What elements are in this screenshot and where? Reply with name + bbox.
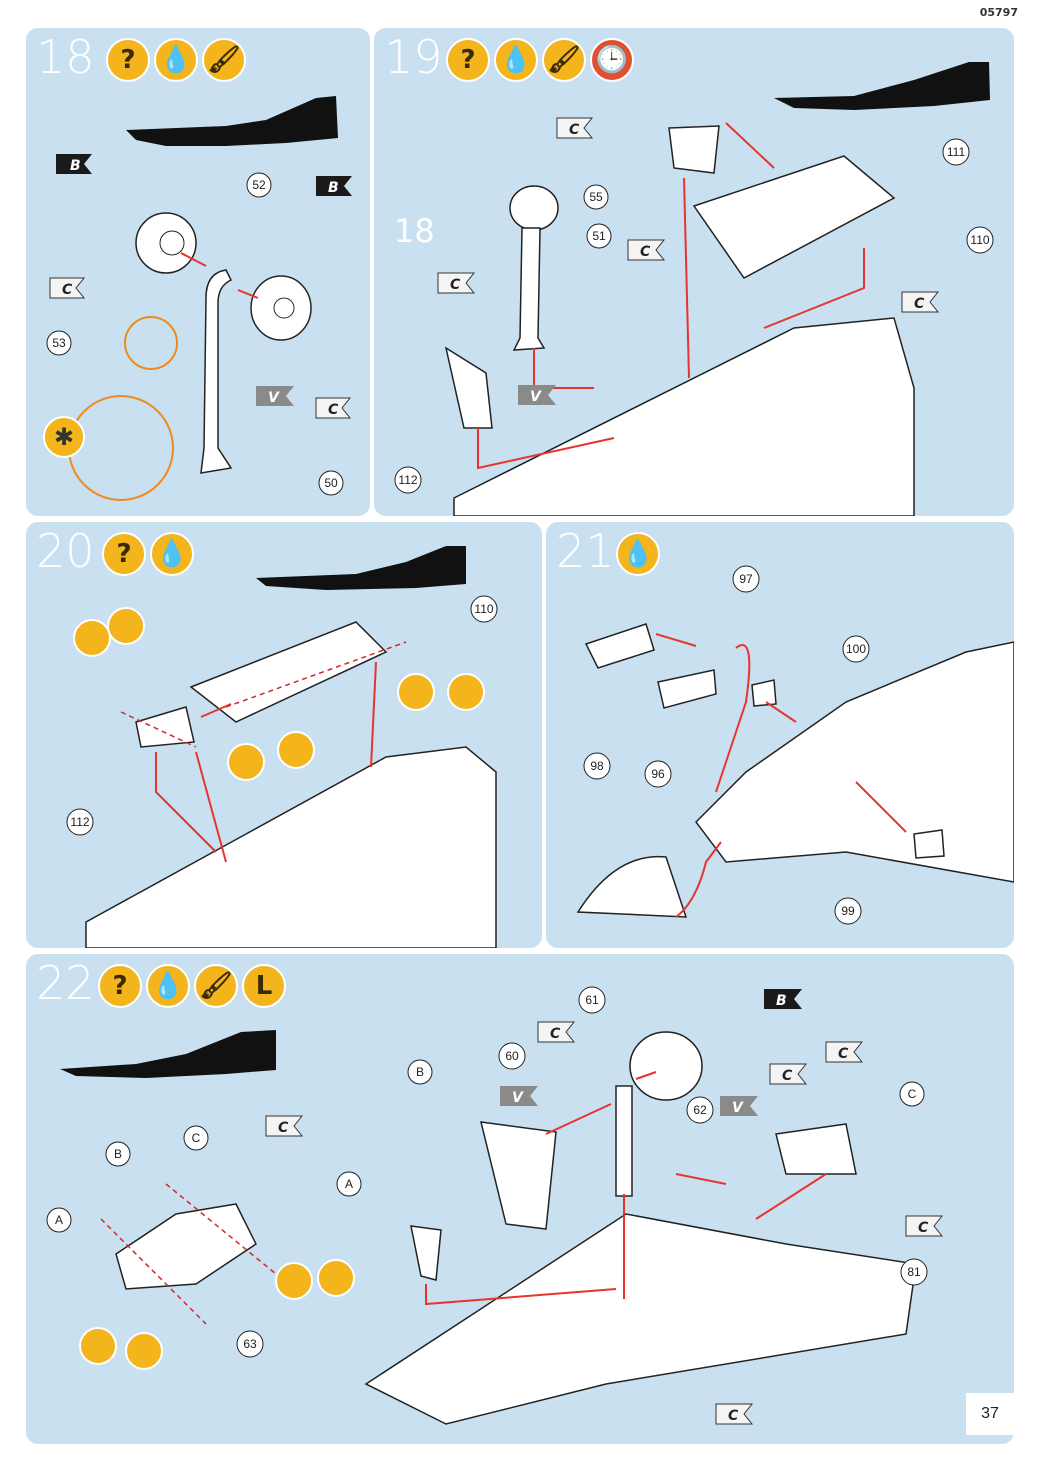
step-icons: 💧 [616,532,660,576]
callout-c: C [908,1087,917,1101]
letter-l-icon: L [242,964,286,1008]
flag-label: V [732,1100,744,1116]
flag-label: C [328,402,339,418]
flag-label: C [918,1220,929,1236]
paint-brush-icon: 🖌 [194,964,238,1008]
step-18-drawing: ✱ B B C C V 52 53 50 [43,96,352,501]
glue-icon: 💧 [154,38,198,82]
step-icons: ? 💧 [102,532,194,576]
step-number: 22 [36,956,95,1010]
callout-a: A [55,1213,63,1227]
step-icons: ? 💧 🖌 L [98,964,286,1008]
glue-icon: 💧 [494,38,538,82]
step-icons: ? 💧 🖌 [106,38,246,82]
question-icon: ? [98,964,142,1008]
callout-a: A [345,1177,353,1191]
step-22-drawing: B C C C C C C V [46,986,944,1425]
step-18-panel: 18 ? 💧 🖌 ✱ B B C [26,28,370,516]
flag-label: V [512,1090,524,1106]
step-number: 20 [36,524,95,578]
paint-brush-icon: 🖌 [202,38,246,82]
page-number: 37 [966,1393,1014,1435]
callout-112: 112 [398,473,417,487]
callout-50: 50 [324,476,338,490]
step-21-drawing: 97 100 98 96 99 [576,565,1014,925]
callout-97: 97 [739,572,753,586]
callout-99: 99 [841,904,855,918]
callout-c: C [192,1131,201,1145]
step-21-panel: 21 💧 97 100 98 96 99 [546,522,1014,948]
callout-b: B [114,1147,122,1161]
step-22-panel: 22 ? 💧 🖌 L B [26,954,1014,1444]
glue-icon: 💧 [616,532,660,576]
callout-b: B [416,1065,424,1079]
glue-icon: 💧 [146,964,190,1008]
flag-label: C [914,296,925,312]
flag-label: C [728,1408,739,1424]
document-code: 05797 [979,6,1018,19]
question-icon: ? [446,38,490,82]
flag-label: C [550,1026,561,1042]
callout-53: 53 [52,336,66,350]
flag-label: C [569,122,580,138]
step-20-panel: 20 ? 💧 110 112 [26,522,542,948]
step-19-drawing: C C C C V 111 110 55 51 18 112 [394,62,994,516]
callout-55: 55 [589,190,603,204]
flag-label: V [268,390,280,406]
step-number: 19 [384,30,443,84]
step-icons: ? 💧 🖌 🕒 [446,38,634,82]
flag-label: C [278,1120,289,1136]
step-number: 18 [36,30,95,84]
flag-label: C [640,244,651,260]
flag-label: C [782,1068,793,1084]
flag-b: B [56,154,92,174]
callout-62: 62 [693,1103,707,1117]
flag-label: C [450,277,461,293]
question-icon: ? [106,38,150,82]
flag-label: B [328,180,339,196]
callout-110: 110 [970,233,989,247]
step-20-drawing: 110 112 [66,546,498,948]
flag-label: V [530,389,542,405]
svg-text:✱: ✱ [54,424,74,451]
question-icon: ? [102,532,146,576]
callout-110: 110 [474,602,493,616]
glue-icon: 💧 [150,532,194,576]
callout-52: 52 [252,178,266,192]
sub-step-ref: 18 [394,212,435,250]
flag-label: B [70,158,81,174]
callout-51: 51 [592,229,606,243]
callout-60: 60 [505,1049,519,1063]
clock-icon: 🕒 [590,38,634,82]
paint-brush-icon: 🖌 [542,38,586,82]
step-19-panel: 19 ? 💧 🖌 🕒 C C [374,28,1014,516]
step-number: 21 [556,524,615,578]
callout-63: 63 [243,1337,257,1351]
callout-112: 112 [70,815,89,829]
callout-81: 81 [907,1265,921,1279]
callout-61: 61 [585,993,599,1007]
callout-111: 111 [947,145,966,159]
callout-96: 96 [651,767,665,781]
flag-label: C [838,1046,849,1062]
flag-label: C [62,282,73,298]
flag-label: B [776,993,787,1009]
callout-98: 98 [590,759,604,773]
callout-100: 100 [846,642,866,656]
